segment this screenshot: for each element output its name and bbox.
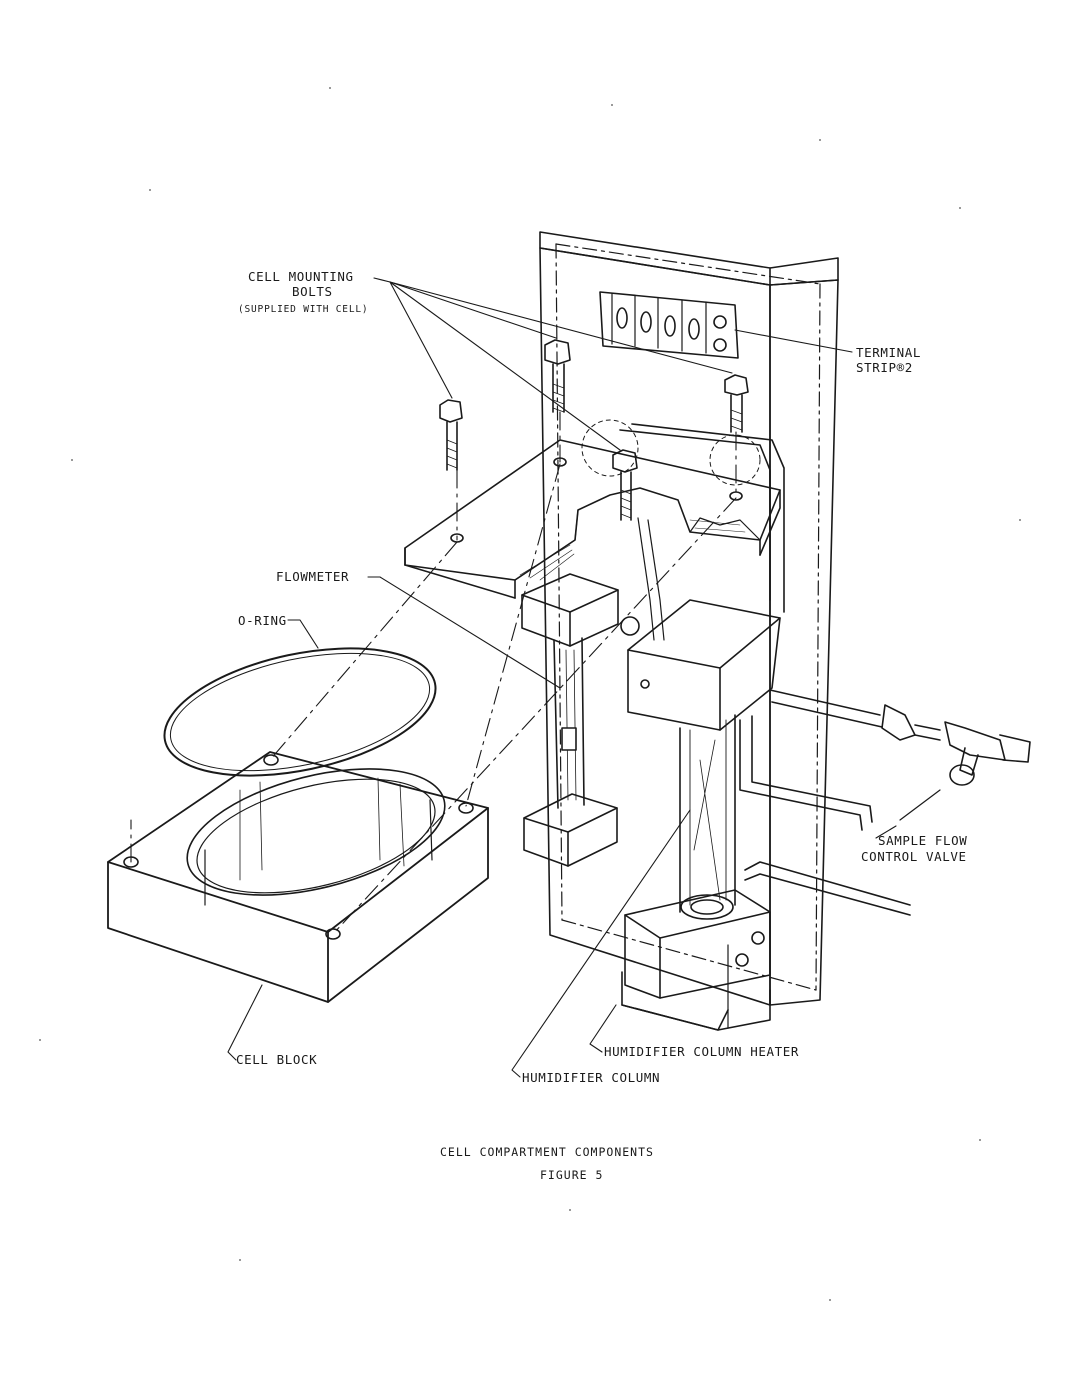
flowmeter [521,573,640,867]
cell-block-label: CELL BLOCK [236,1052,318,1067]
humidifier-column-label: HUMIDIFIER COLUMN [522,1070,661,1085]
mounting-panel [539,231,839,1006]
humidifier-heater-block [621,889,771,1031]
cell-mounting-bolts-label-line1: CELL MOUNTING [248,269,354,284]
terminal-strip [599,291,739,359]
humidifier-upper-box [627,599,781,731]
cell-mounting-bolts-label-line2: BOLTS [292,284,333,299]
cell-mounting-bolts [439,339,749,521]
mounting-plate [404,419,781,599]
bolt-left [439,399,463,471]
terminal-strip-label-line1: TERMINAL [856,345,922,360]
bolt-center [544,339,571,413]
o-ring-label: O-RING [238,613,287,628]
bolt-front [612,449,638,521]
leader-lines [227,277,897,1078]
bolt-right [724,374,749,433]
humidifier-column-heater-label: HUMIDIFIER COLUMN HEATER [604,1044,800,1059]
sample-flow-control-valve-label-line2: CONTROL VALVE [861,849,967,864]
humidifier-column [679,714,736,920]
cell-block [107,751,489,1003]
sample-flow-control-valve [881,704,1031,821]
sample-flow-control-valve-label-line1: SAMPLE FLOW [878,833,968,848]
cell-mounting-bolts-note: (SUPPLIED WITH CELL) [238,304,369,315]
o-ring [163,647,437,777]
gas-tubing [619,423,911,916]
alignment-lines [130,411,737,935]
terminal-strip-label-line2: STRIP®2 [856,360,913,375]
scan-specks [39,87,1021,1301]
figure-title: CELL COMPARTMENT COMPONENTS [440,1145,654,1159]
flowmeter-label: FLOWMETER [276,569,350,584]
figure-number: FIGURE 5 [540,1168,604,1182]
